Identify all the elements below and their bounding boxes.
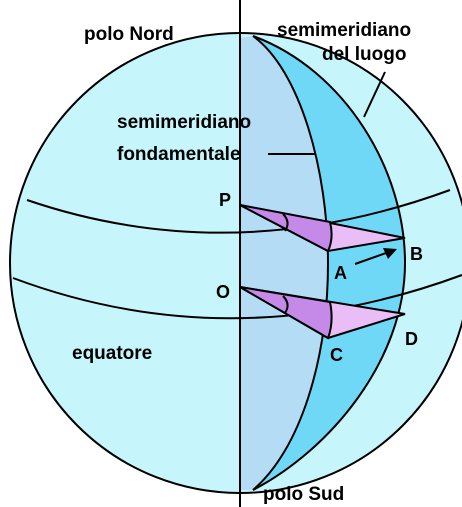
fundamental-semimeridian-label-1: semimeridiano bbox=[117, 112, 251, 133]
point-b-label: B bbox=[410, 244, 423, 264]
fundamental-semimeridian-region bbox=[240, 36, 328, 490]
angle-arc-p bbox=[282, 213, 289, 232]
south-pole-label: polo Sud bbox=[263, 484, 344, 505]
local-semimeridian-label-1: semimeridiano bbox=[277, 20, 411, 41]
angle-arc-o bbox=[282, 295, 289, 314]
parallel-through-b bbox=[26, 189, 451, 234]
leader-local bbox=[363, 71, 386, 118]
point-o-label: O bbox=[216, 282, 230, 302]
point-a-label: A bbox=[334, 263, 347, 283]
north-pole-label: polo Nord bbox=[84, 24, 174, 45]
point-p-label: P bbox=[219, 190, 231, 210]
equator-line bbox=[12, 274, 462, 320]
local-semimeridian-label-2: del luogo bbox=[322, 44, 406, 65]
fundamental-semimeridian-arc bbox=[252, 35, 330, 491]
fundamental-semimeridian-label-2: fondamentale bbox=[117, 144, 241, 165]
point-d-label: D bbox=[405, 329, 418, 349]
point-c-label: C bbox=[330, 345, 343, 365]
equator-label: equatore bbox=[72, 343, 152, 364]
arrow-head bbox=[383, 248, 397, 259]
local-semimeridian-arc bbox=[252, 35, 407, 491]
arrow-a-to-b bbox=[354, 252, 387, 265]
